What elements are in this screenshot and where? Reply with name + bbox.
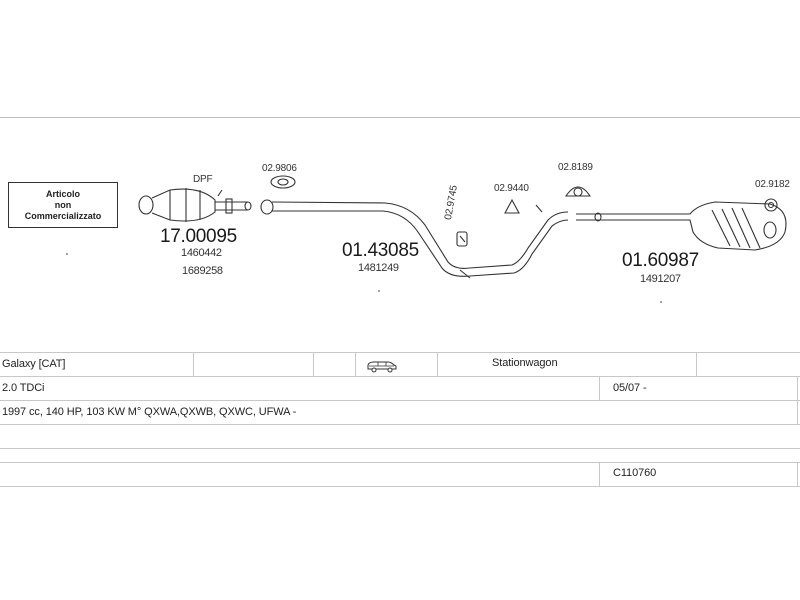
front-pipe-ref-1: 1481249 <box>358 262 399 274</box>
not-marketed-notice: Articolo non Commercializzato <box>8 182 118 228</box>
table-row-line <box>0 486 800 487</box>
accessory-02-9440-label[interactable]: 02.9440 <box>494 183 529 194</box>
vehicle-code: C110760 <box>613 467 657 479</box>
table-row-line <box>0 462 800 463</box>
vehicle-engine: 2.0 TDCi <box>2 382 45 394</box>
accessory-02-8189-label[interactable]: 02.8189 <box>558 162 593 173</box>
front-pipe-part-number[interactable]: 01.43085 <box>342 240 419 261</box>
dpf-label: DPF <box>193 174 213 185</box>
column-divider <box>313 352 314 376</box>
front-pipe-drawing[interactable] <box>260 199 569 279</box>
exhaust-drawing <box>66 175 787 303</box>
vehicle-body: Stationwagon <box>492 357 558 369</box>
exhaust-diagram: Articolo non Commercializzato <box>8 162 790 303</box>
column-divider <box>599 376 600 400</box>
accessory-02-9806-label[interactable]: 02.9806 <box>262 163 297 174</box>
column-divider <box>797 400 798 424</box>
dpf-ref-1: 1460442 <box>181 247 222 259</box>
rear-silencer-ref-1: 1491207 <box>640 273 681 285</box>
hanger-02-9440[interactable] <box>504 198 543 214</box>
column-divider <box>797 376 798 400</box>
table-row-line <box>0 424 800 425</box>
column-divider <box>193 352 194 376</box>
top-border <box>0 117 800 118</box>
table-row-line <box>0 448 800 449</box>
dpf-part-drawing[interactable] <box>138 188 252 222</box>
column-divider <box>437 352 438 376</box>
clamp-02-9182[interactable] <box>764 198 778 212</box>
dpf-part-number[interactable]: 17.00095 <box>160 226 237 247</box>
vehicle-model: Galaxy [CAT] <box>2 358 66 370</box>
hanger-02-9745[interactable] <box>456 231 468 247</box>
table-row-line <box>0 352 800 353</box>
rear-silencer-part-number[interactable]: 01.60987 <box>622 250 699 271</box>
table-row-line <box>0 400 800 401</box>
vehicle-date: 05/07 - <box>613 382 647 394</box>
column-divider <box>797 462 798 486</box>
table-row-line <box>0 376 800 377</box>
column-divider <box>599 462 600 486</box>
gasket-02-9806[interactable] <box>270 175 296 189</box>
station-wagon-icon <box>366 359 398 378</box>
vehicle-spec: 1997 cc, 140 HP, 103 KW M° QXWA,QXWB, QX… <box>2 406 297 418</box>
rear-silencer-drawing[interactable] <box>576 201 787 251</box>
dpf-ref-2: 1689258 <box>182 265 223 277</box>
notice-line-1: Articolo <box>45 188 80 199</box>
notice-line-3: Commercializzato <box>24 210 102 221</box>
accessory-02-9182-label[interactable]: 02.9182 <box>755 179 790 190</box>
mount-02-8189[interactable] <box>564 186 592 197</box>
column-divider <box>355 352 356 376</box>
column-divider <box>696 352 697 376</box>
notice-line-2: non <box>54 199 72 210</box>
